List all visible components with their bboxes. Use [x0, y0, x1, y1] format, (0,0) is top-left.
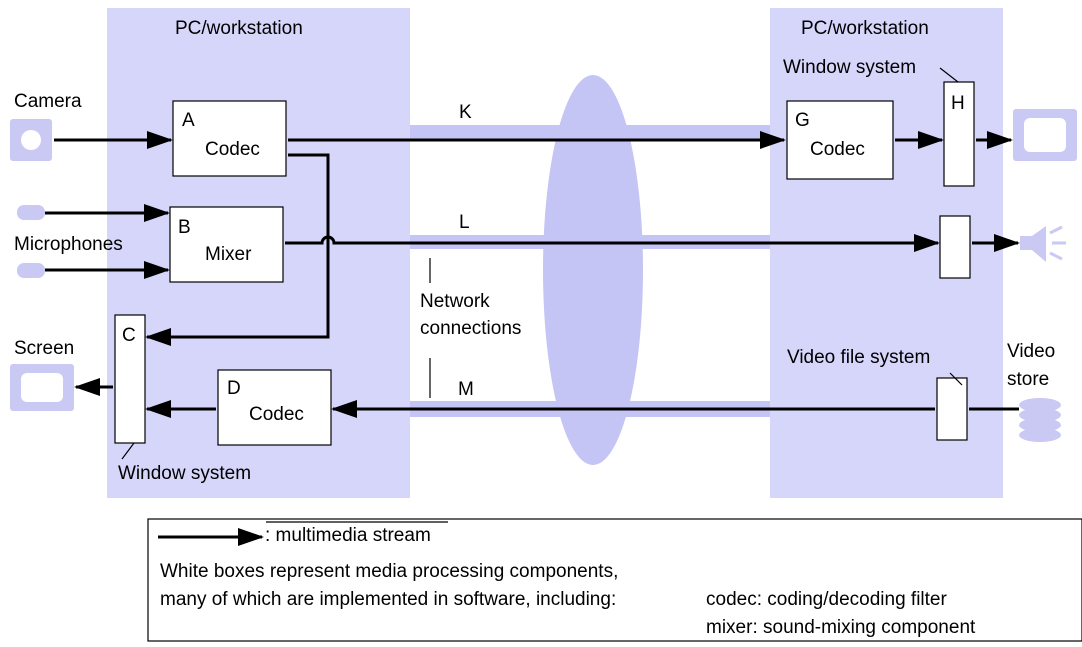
- video-file-system-label: Video file system: [787, 347, 930, 368]
- window-system-h-letter: H: [951, 93, 965, 114]
- window-system-c-letter: C: [122, 325, 136, 346]
- codec-g-letter: G: [795, 110, 810, 131]
- camera-label: Camera: [14, 91, 82, 112]
- microphone-icon: [17, 205, 45, 220]
- window-system-c-box: [114, 314, 146, 444]
- codec-d-box: [217, 369, 332, 446]
- mixer-b-box: [169, 206, 284, 283]
- window-system-label-left: Window system: [118, 463, 251, 484]
- right-panel-title: PC/workstation: [801, 18, 929, 39]
- codec-a-letter: A: [182, 110, 195, 131]
- window-system-pointer-right: [939, 67, 959, 83]
- monitor-icon: [1013, 109, 1077, 161]
- codec-d-label: Codec: [249, 404, 304, 425]
- codec-a-box: [172, 100, 287, 177]
- codec-a-label: Codec: [205, 139, 260, 160]
- codec-d-letter: D: [227, 378, 241, 399]
- microphone-icon: [17, 263, 45, 278]
- left-panel-title: PC/workstation: [175, 18, 303, 39]
- mixer-b-letter: B: [178, 217, 191, 238]
- legend-line-1: White boxes represent media processing c…: [160, 561, 618, 582]
- speaker-output-box: [939, 215, 971, 279]
- screen-icon: [10, 364, 74, 411]
- legend-line-2: many of which are implemented in softwar…: [160, 589, 616, 610]
- codec-g-label: Codec: [810, 139, 865, 160]
- video-store-icon: [1019, 398, 1061, 442]
- microphones-label: Microphones: [14, 234, 123, 255]
- video-file-system-box: [936, 377, 968, 441]
- network-oval: [543, 75, 643, 465]
- legend-box: [147, 518, 1082, 642]
- window-system-label-right: Window system: [783, 57, 916, 78]
- codec-a-to-window-c-arrow: [145, 153, 330, 346]
- legend-codec-definition: codec: coding/decoding filter: [706, 589, 947, 610]
- video-file-system-pointer: [949, 372, 963, 386]
- camera-icon: [10, 119, 52, 161]
- codec-g-box: [786, 100, 894, 180]
- window-system-pointer-left: [121, 442, 135, 460]
- speaker-icon: [1020, 225, 1066, 262]
- stream-l-label: L: [459, 212, 470, 233]
- stream-m-label: M: [458, 379, 474, 400]
- stream-k-label: K: [459, 102, 472, 123]
- legend-mixer-definition: mixer: sound-mixing component: [706, 617, 976, 638]
- mixer-b-label: Mixer: [205, 244, 252, 265]
- legend-stream-label: : multimedia stream: [265, 525, 431, 546]
- screen-label: Screen: [14, 338, 74, 359]
- window-system-h-box: [943, 81, 975, 187]
